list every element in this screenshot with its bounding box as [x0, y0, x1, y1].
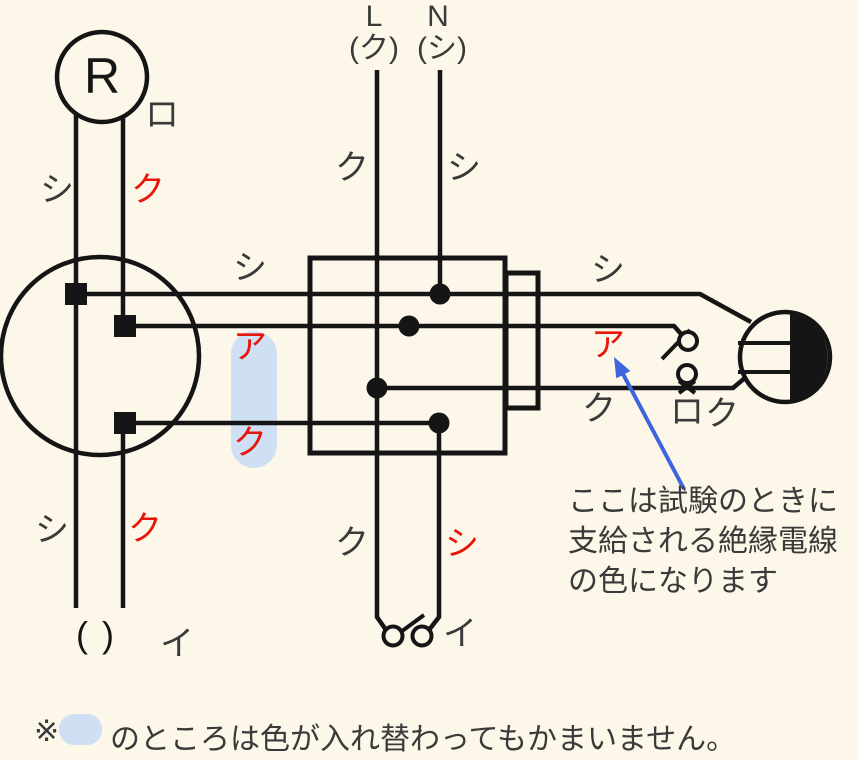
wire-color-pill-bottom: ク	[233, 424, 267, 462]
annotation-arrow	[614, 357, 686, 490]
annotation-line2: 支給される絶縁電線	[568, 525, 838, 558]
terminal-square	[114, 315, 136, 337]
switch-terminal	[677, 330, 699, 352]
color-swap-highlight	[231, 331, 277, 468]
terminal-square	[114, 412, 136, 434]
wire-color-switch-i-left: ク	[335, 524, 369, 562]
wire-color-hot-right: ク	[705, 395, 739, 433]
annotation-line3: の色になります	[568, 565, 778, 598]
arrow-head	[614, 357, 631, 379]
wire-color-neutral-left: シ	[233, 249, 267, 287]
switch-terminal	[676, 363, 698, 385]
wire-color-hot-left: ク	[582, 390, 616, 428]
switch-tap	[677, 379, 697, 395]
wire-color-switch-i-right: シ	[445, 525, 479, 563]
wire-color-r-left: シ	[40, 171, 74, 209]
outlet-circle	[737, 309, 833, 405]
wire-neutral-run	[76, 291, 753, 324]
power-n-label: N	[427, 0, 449, 33]
wire-hot-run	[377, 375, 748, 391]
outlet-symbol	[737, 309, 833, 405]
switch-terminal	[410, 624, 434, 648]
lamp-receptacle-name: ロ	[145, 96, 179, 134]
wire-color-neutral-right: シ	[591, 251, 625, 289]
outlet-wall-fill	[790, 312, 828, 402]
power-l-wire-color: (ク)	[349, 32, 399, 65]
joint-box-circle	[0, 254, 202, 458]
note-highlight-swatch	[59, 714, 102, 745]
connection-dots	[366, 283, 451, 434]
lamp-receptacle-letter: R	[83, 48, 121, 104]
wire-color-n-line: シ	[447, 149, 481, 187]
note-prefix: ※	[34, 715, 60, 748]
note-text: のところは色が入れ替わってもかまいません。	[110, 723, 737, 756]
connection-dot	[366, 377, 388, 399]
wires	[73, 70, 753, 632]
switch-terminal	[381, 624, 405, 648]
junction-box-back	[503, 270, 541, 411]
connection-dot	[428, 412, 450, 434]
wire-color-switch-ro-feed: ア	[591, 326, 625, 364]
connection-dot	[429, 283, 451, 305]
switch-i-name: イ	[443, 615, 477, 653]
arrow-shaft	[621, 373, 686, 490]
lamp-receptacle-symbol	[54, 29, 150, 125]
wire-switch-ro-feed	[125, 323, 684, 337]
omitted-lamp-name: イ	[160, 625, 194, 663]
wire-color-r-right: ク	[131, 171, 165, 209]
switch-ro-name: ロ	[670, 393, 704, 431]
connection-dot	[398, 315, 420, 337]
annotation-line1: ここは試験のときに	[568, 485, 838, 518]
wire-color-lamp-left: シ	[35, 511, 69, 549]
switch-i-symbol	[381, 613, 434, 648]
switch-ro-symbol	[660, 328, 699, 395]
power-n-wire-color: (シ)	[417, 32, 467, 65]
wire-switch-i-return	[427, 423, 442, 632]
omitted-lamp-symbol: ( )	[76, 614, 116, 655]
terminal-square	[65, 283, 87, 305]
wire-color-l-line: ク	[335, 149, 369, 187]
power-l-label: L	[365, 0, 383, 33]
wire-color-lamp-right: ク	[128, 510, 162, 548]
wire-hot-l	[374, 70, 388, 632]
terminal-squares	[65, 283, 136, 434]
wire-color-pill-top: ア	[233, 328, 267, 366]
